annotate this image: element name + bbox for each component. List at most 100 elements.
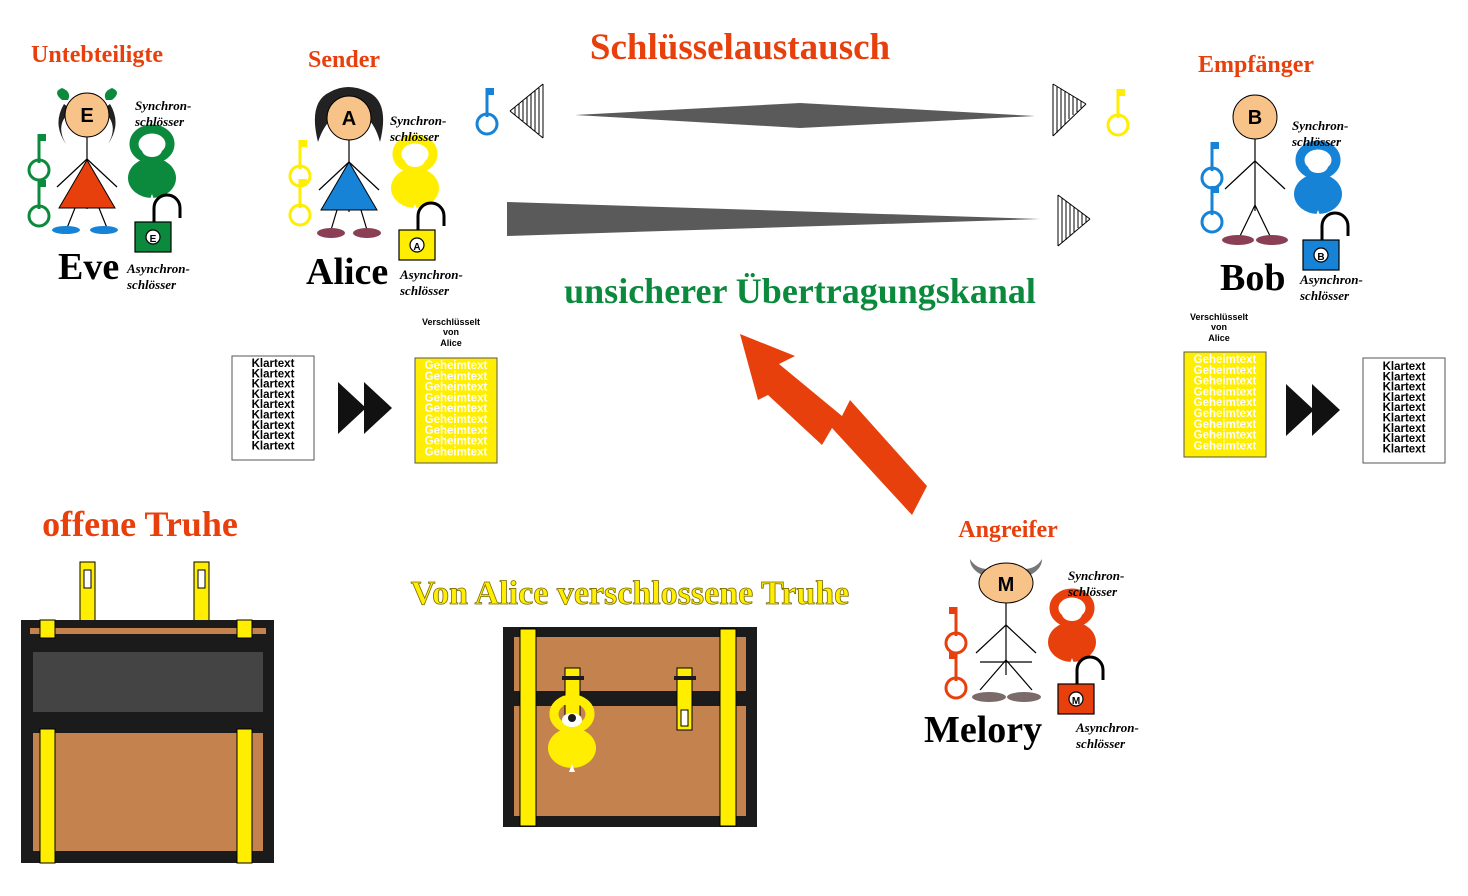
ciphertext-line: Geheimtext [1194, 440, 1257, 452]
alice-shoe-icon [317, 228, 345, 238]
melory-horn-icon [970, 559, 988, 575]
bob-plaintext-document: KlartextKlartextKlartextKlartextKlartext… [1362, 357, 1446, 464]
bob-shoe-icon [1256, 235, 1288, 245]
eve-sync-label: schlösser [134, 114, 185, 129]
plaintext-line: Klartext [1383, 361, 1426, 373]
arrow-head-right-icon [1052, 83, 1087, 137]
eve-sync-label: Synchron- [135, 98, 191, 113]
key-exchange-title: Schlüsselaustausch [590, 27, 891, 68]
key-exchange-channel [475, 83, 1130, 247]
eve-key-icon [27, 132, 51, 182]
fast-forward-icon [1286, 384, 1340, 436]
eve-shoe-icon [52, 226, 80, 234]
alice-plaintext-document: KlartextKlartextKlartextKlartextKlartext… [231, 355, 315, 461]
alice-sync-label: schlösser [389, 129, 440, 144]
arrow-head-left-icon [509, 83, 544, 139]
melory-name: Melory [924, 709, 1042, 751]
ciphertext-line: Geheimtext [1194, 365, 1257, 377]
alice-sync-lock-icon [391, 139, 439, 212]
ciphertext-line: Geheimtext [425, 360, 488, 372]
eve-async-lock-icon [133, 193, 182, 254]
bob-sync-label: Synchron- [1292, 118, 1348, 133]
alice-async-label: schlösser [399, 283, 450, 298]
eve-name: Eve [58, 246, 119, 288]
melory-async-initial: M [1072, 696, 1080, 707]
locked-chest-icon [503, 627, 757, 827]
alice-initial: A [342, 108, 356, 130]
encrypted-by-label: Alice [440, 338, 462, 348]
encrypted-by-label: Verschlüsselt [422, 317, 480, 327]
ciphertext-line: Geheimtext [1194, 430, 1257, 442]
ciphertext-line: Geheimtext [1194, 397, 1257, 409]
plaintext-line: Klartext [252, 368, 295, 380]
plaintext-line: Klartext [1383, 423, 1426, 435]
melory-async-label: schlösser [1075, 736, 1126, 751]
plaintext-line: Klartext [1383, 402, 1426, 414]
transmission-arrow-head-icon [1057, 194, 1091, 247]
plaintext-line: Klartext [252, 379, 295, 391]
eve-key-icon [27, 178, 51, 228]
plaintext-line: Klartext [1383, 443, 1426, 455]
fast-forward-icon [338, 382, 392, 434]
alice-name: Alice [306, 251, 388, 293]
plaintext-line: Klartext [252, 410, 295, 422]
party-bob: Empfänger B B Synchron- schlösser Bob As… [1198, 52, 1363, 303]
open-chest-label: offene Truhe [42, 504, 238, 544]
plaintext-line: Klartext [252, 420, 295, 432]
eve-role: Untebteiligte [31, 42, 163, 68]
plaintext-line: Klartext [252, 389, 295, 401]
ciphertext-line: Geheimtext [425, 403, 488, 415]
bob-ciphertext-document: Verschlüsselt von Alice GeheimtextGeheim… [1183, 312, 1267, 458]
alice-dress [320, 161, 378, 211]
yellow-key-icon [1106, 87, 1130, 137]
party-melory: Angreifer M M Synchron- schlösser Melory… [924, 517, 1139, 751]
plaintext-line: Klartext [252, 358, 295, 370]
encrypted-by-label: von [443, 327, 459, 337]
locked-chest-label: Von Alice verschlossene Truhe [411, 575, 850, 612]
bob-sync-lock-icon [1294, 145, 1342, 218]
alice-async-initial: A [413, 242, 420, 253]
ciphertext-line: Geheimtext [1194, 419, 1257, 431]
plaintext-line: Klartext [1383, 382, 1426, 394]
bob-sync-label: schlösser [1291, 134, 1342, 149]
alice-async-lock-icon [397, 201, 446, 262]
bob-key-icon [1200, 140, 1224, 190]
ciphertext-line: Geheimtext [425, 425, 488, 437]
plaintext-line: Klartext [252, 430, 295, 442]
ciphertext-line: Geheimtext [425, 382, 488, 394]
eve-initial: E [80, 105, 93, 127]
bob-async-label: schlösser [1299, 288, 1350, 303]
eve-async-initial: E [150, 234, 157, 245]
melory-sync-label: Synchron- [1068, 568, 1124, 583]
plaintext-line: Klartext [252, 399, 295, 411]
party-alice: Sender A A Synchron- schlösser Alice Asy… [288, 47, 463, 298]
bob-key-icon [1200, 184, 1224, 234]
party-eve: Untebteiligte E E Synchron- schlösser Ev… [27, 42, 191, 292]
eve-dress [58, 159, 116, 209]
eve-sync-lock-icon [128, 129, 176, 202]
eve-shoe-icon [90, 226, 118, 234]
ciphertext-line: Geheimtext [425, 414, 488, 426]
melory-key-icon [944, 650, 968, 700]
bob-name: Bob [1220, 257, 1285, 299]
alice-role: Sender [308, 47, 380, 73]
alice-async-label: Asynchron- [399, 267, 463, 282]
ciphertext-line: Geheimtext [425, 446, 488, 458]
lightning-attack-icon [740, 334, 927, 515]
eve-async-label: Asynchron- [126, 261, 190, 276]
ciphertext-line: Geheimtext [425, 371, 488, 383]
plaintext-line: Klartext [1383, 371, 1426, 383]
bob-role: Empfänger [1198, 52, 1314, 78]
melory-sync-lock-icon [1048, 593, 1096, 666]
ciphertext-line: Geheimtext [1194, 376, 1257, 388]
exchange-channel-top [575, 103, 1035, 128]
encrypted-by-label: Alice [1208, 333, 1230, 343]
channel-label: unsicherer Übertragungskanal [564, 271, 1036, 311]
ciphertext-line: Geheimtext [1194, 386, 1257, 398]
encrypted-by-label: von [1211, 322, 1227, 332]
melory-horn-icon [1024, 559, 1042, 575]
melory-async-lock-icon [1056, 655, 1105, 716]
plaintext-line: Klartext [1383, 433, 1426, 445]
alice-ciphertext-document: Verschlüsselt von Alice GeheimtextGeheim… [414, 317, 498, 464]
